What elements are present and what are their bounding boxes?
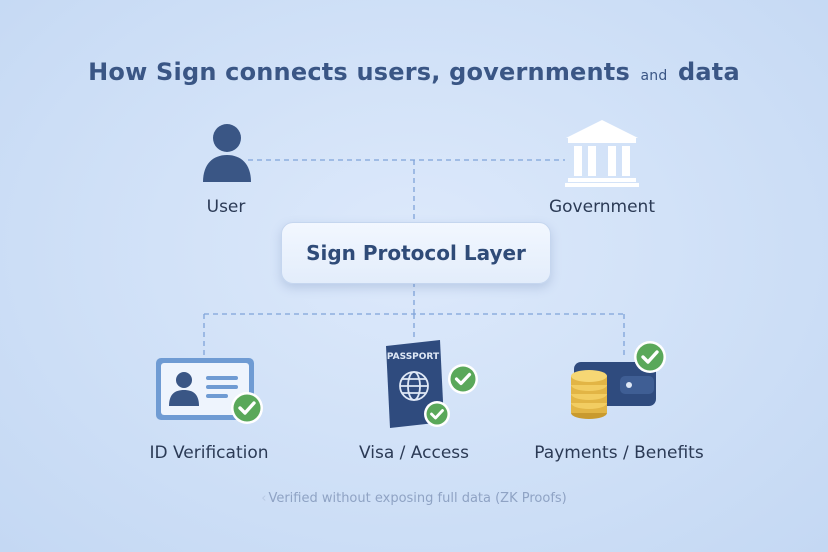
sign-protocol-layer-box: Sign Protocol Layer: [281, 222, 551, 284]
title-connector: and: [640, 68, 668, 84]
protocol-label: Sign Protocol Layer: [306, 241, 526, 265]
check-badge-icon: [448, 364, 478, 394]
visa-access-label: Visa / Access: [359, 443, 469, 463]
government-building-icon: [565, 120, 639, 187]
diagram-title: How Sign connects users, governments and…: [0, 58, 828, 86]
user-icon: [203, 124, 251, 182]
zk-proofs-note: ‹Verified without exposing full data (ZK…: [0, 491, 828, 506]
government-label: Government: [548, 197, 656, 217]
zk-proofs-note-text: Verified without exposing full data (ZK …: [268, 491, 567, 506]
title-tail: data: [678, 58, 740, 86]
check-badge-icon: [231, 392, 263, 424]
id-verification-label: ID Verification: [149, 443, 269, 463]
coin-stack-icon: [571, 370, 607, 419]
check-badge-icon: [634, 341, 666, 373]
check-badge-icon: [424, 401, 450, 427]
payments-benefits-label: Payments / Benefits: [534, 443, 704, 463]
wallet-coins-icon: [571, 341, 666, 419]
chevron-left-icon: ‹: [261, 491, 267, 506]
passport-icon: PASSPORT: [386, 340, 478, 428]
title-main: How Sign connects users, governments: [88, 58, 630, 86]
globe-icon: [399, 371, 429, 401]
svg-text:PASSPORT: PASSPORT: [387, 352, 440, 362]
user-label: User: [206, 197, 246, 217]
id-card-icon: [156, 358, 263, 424]
